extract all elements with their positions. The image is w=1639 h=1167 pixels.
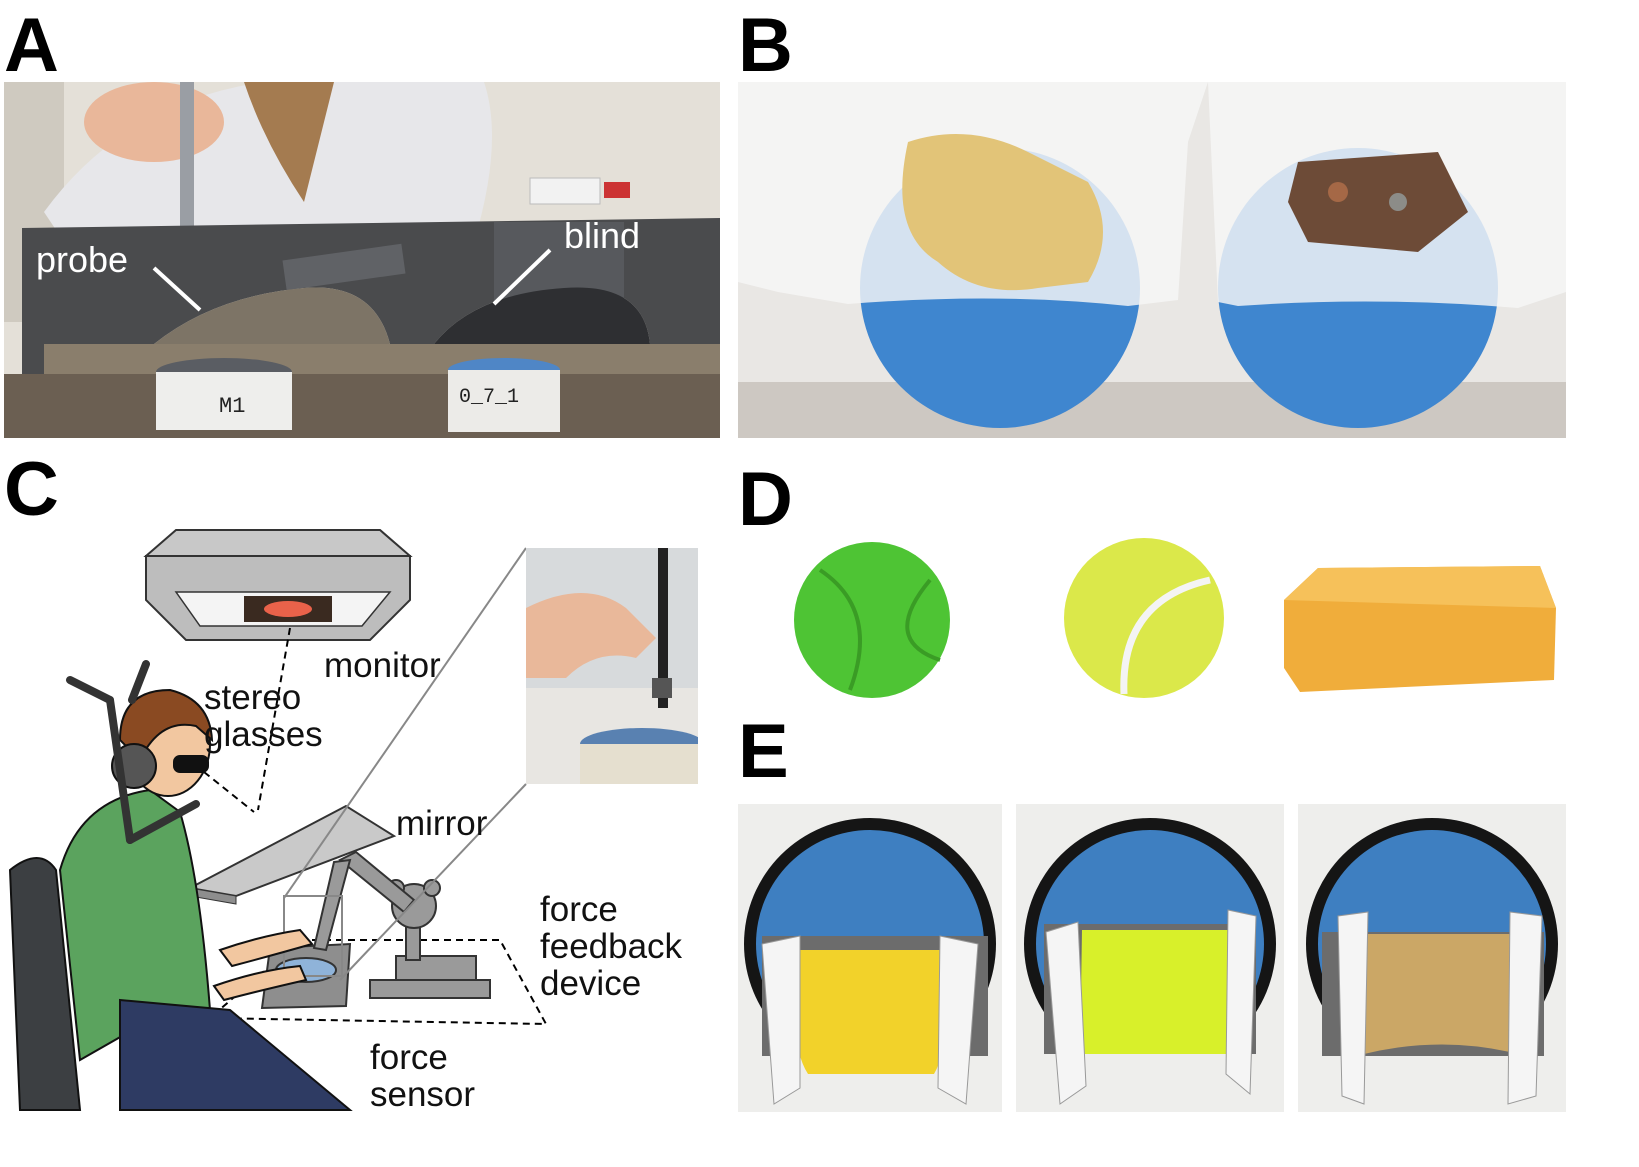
photo-e-sponge-stimulus <box>1298 804 1566 1112</box>
setup-schematic <box>8 529 548 1111</box>
panel-letter-a: A <box>4 3 59 88</box>
label-stereo-glasses: stereo glasses <box>204 678 323 754</box>
panel-letter-d: D <box>738 457 793 542</box>
chair-drawing <box>8 857 82 1111</box>
photo-a-drawing: M1 0_7_1 <box>4 82 720 438</box>
label-force-sensor: force sensor <box>370 1038 476 1114</box>
label-monitor: monitor <box>324 646 441 685</box>
photo-e-green-ball-stimulus <box>738 804 1002 1112</box>
photo-c-inset-drawing <box>526 548 698 784</box>
panel-letter-c: C <box>4 447 59 532</box>
label-force-feedback-device: force feedback device <box>540 890 683 1003</box>
photo-c-inset <box>526 548 698 784</box>
panel-letter-b: B <box>738 3 793 88</box>
photo-e-tennis-ball-stimulus <box>1016 804 1284 1112</box>
photo-e1-drawing <box>738 804 1002 1112</box>
tracking-antennas <box>66 660 200 844</box>
canister-right-writing: 0_7_1 <box>459 386 519 409</box>
sponge-block <box>1284 566 1556 692</box>
tennis-ball <box>1064 538 1224 698</box>
panel-letter-e: E <box>738 709 789 794</box>
photo-b-stimuli <box>738 82 1566 438</box>
label-mirror: mirror <box>396 804 488 843</box>
photo-b-drawing <box>738 82 1566 438</box>
monitor-drawing <box>143 529 413 641</box>
canister-left-writing: M1 <box>219 394 245 419</box>
label-probe: probe <box>36 239 129 280</box>
label-blind: blind <box>564 215 641 256</box>
force-feedback-device-drawing <box>312 850 491 999</box>
mirror-drawing <box>186 804 397 905</box>
photo-e2-drawing <box>1016 804 1284 1112</box>
green-ball <box>794 542 950 698</box>
photo-e3-drawing <box>1298 804 1566 1112</box>
photo-a-setup: M1 0_7_1 probe blind <box>4 82 720 438</box>
